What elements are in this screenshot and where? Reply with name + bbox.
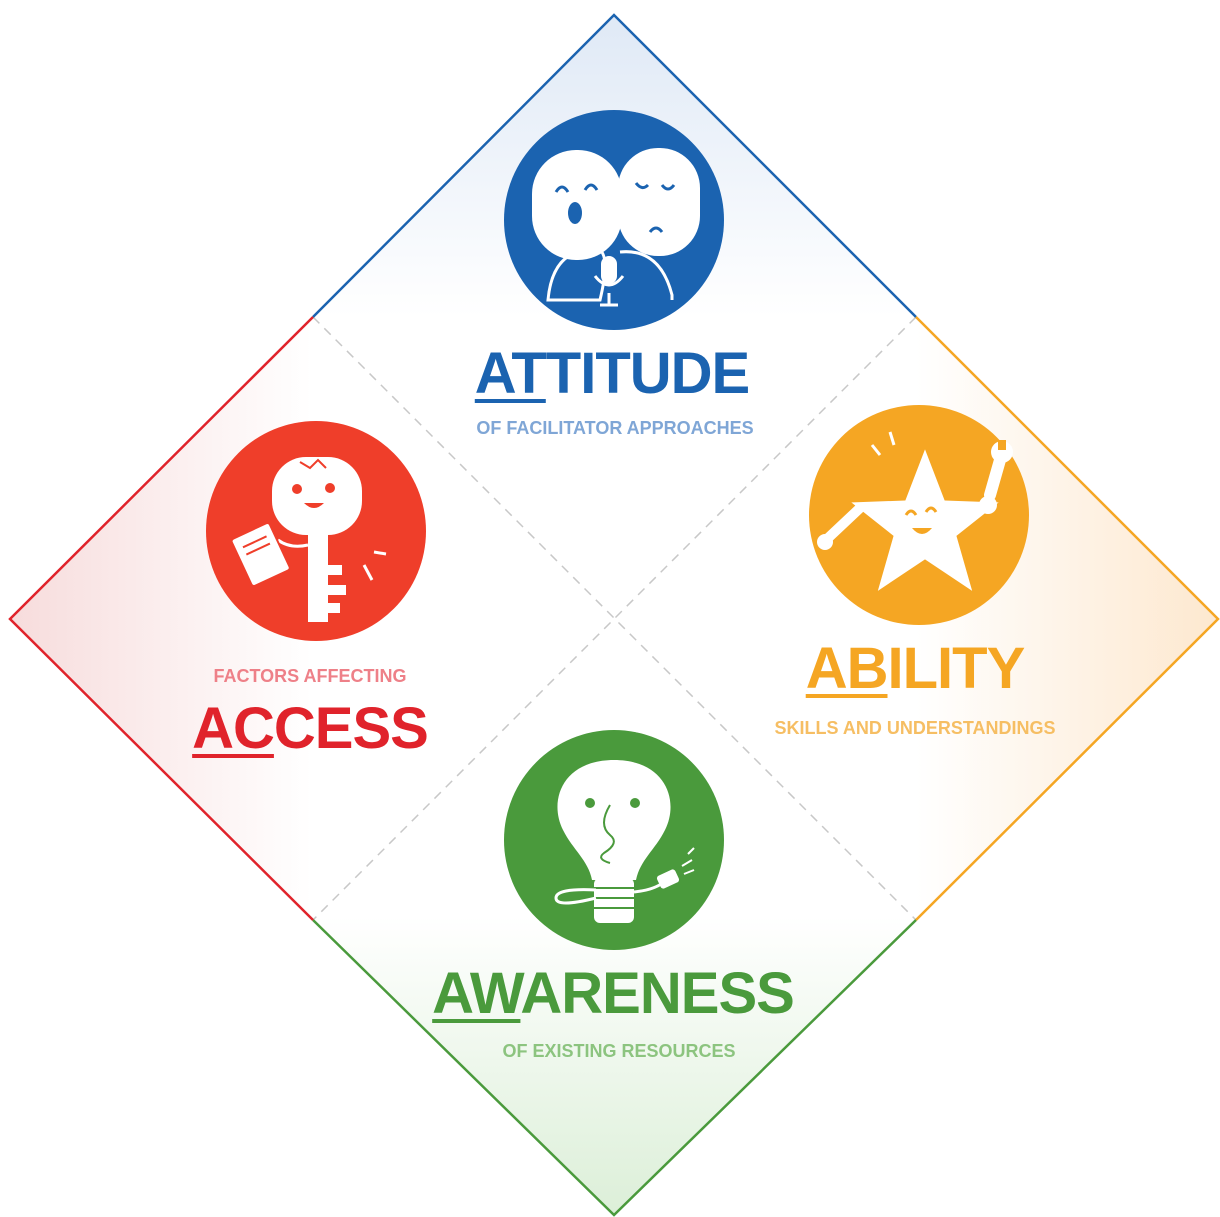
awareness-title-rest: ARENESS bbox=[520, 961, 794, 1026]
edge-bottom bbox=[312, 919, 917, 1217]
ability-subtitle: SKILLS AND UNDERSTANDINGS bbox=[774, 718, 1056, 738]
attitude-title: ATTITUDE bbox=[475, 345, 750, 403]
divider-diagonal-b bbox=[312, 316, 917, 921]
attitude-title-highlight: AT bbox=[474, 341, 547, 406]
edge-top bbox=[312, 13, 917, 318]
edge-right bbox=[915, 316, 1220, 921]
edge-left bbox=[8, 316, 314, 921]
attitude-subtitle: OF FACILITATOR APPROACHES bbox=[476, 418, 754, 438]
access-title-highlight: AC bbox=[192, 696, 275, 761]
attitude-title-rest: TITUDE bbox=[545, 341, 750, 406]
awareness-title-highlight: AW bbox=[432, 961, 521, 1026]
access-title-rest: CESS bbox=[273, 696, 429, 761]
awareness-title: AWARENESS bbox=[432, 965, 795, 1023]
access-icon bbox=[206, 421, 426, 641]
divider-diagonal-a bbox=[312, 316, 917, 921]
awareness-icon bbox=[504, 730, 724, 950]
attitude-icon bbox=[504, 110, 724, 330]
ability-title-highlight: AB bbox=[805, 636, 889, 701]
access-pretitle: FACTORS AFFECTING bbox=[213, 666, 407, 686]
ability-title: ABILITY bbox=[806, 640, 1026, 698]
ability-icon bbox=[809, 405, 1029, 625]
access-title: ACCESS bbox=[192, 700, 429, 758]
ability-title-rest: ILITY bbox=[887, 636, 1026, 701]
awareness-subtitle: OF EXISTING RESOURCES bbox=[502, 1041, 736, 1061]
